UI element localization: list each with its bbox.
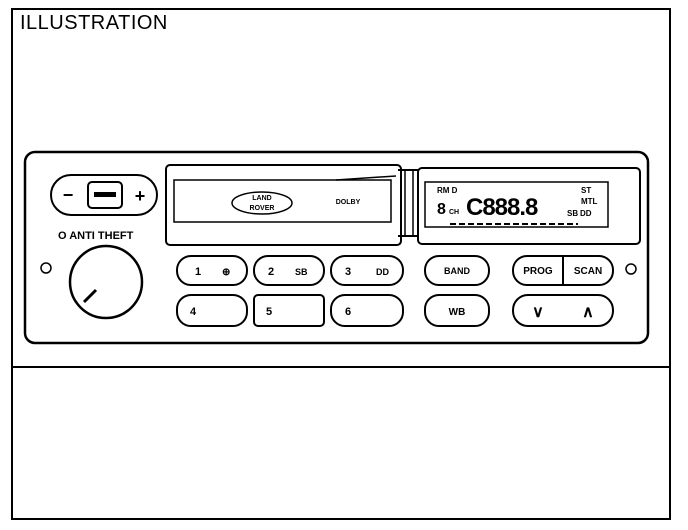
volume-minus-icon[interactable]: − xyxy=(63,185,74,205)
volume-rocker[interactable]: − + xyxy=(50,174,158,216)
preset-3-sub: DD xyxy=(376,267,389,277)
preset-2-sub: SB xyxy=(295,267,308,277)
display-band-indicator: 8 xyxy=(437,201,446,218)
logo-text-top: LAND xyxy=(252,195,271,202)
display-digits: C888.8 xyxy=(466,194,538,221)
knob-pointer xyxy=(82,288,98,304)
page-title: ILLUSTRATION xyxy=(20,12,168,34)
preset-1-number: 1 xyxy=(195,266,201,278)
frame-divider xyxy=(11,366,671,368)
display-rmd: RM D xyxy=(437,186,458,195)
band-label: BAND xyxy=(444,266,470,276)
scan-button[interactable]: SCAN xyxy=(574,266,602,277)
display-sb: SB xyxy=(567,209,578,218)
display-st: ST xyxy=(581,186,591,195)
right-led-indicator xyxy=(625,263,637,275)
preset-button-2[interactable]: 2 SB xyxy=(253,255,325,286)
tuning-knob[interactable] xyxy=(68,244,144,320)
illustration-frame xyxy=(11,8,671,520)
preset-button-6[interactable]: 6 xyxy=(330,294,404,327)
preset-button-5[interactable]: 5 xyxy=(253,294,325,327)
preset-button-1[interactable]: 1 ⊕ xyxy=(176,255,248,286)
anti-theft-label: O ANTI THEFT xyxy=(58,230,134,242)
logo-text-bottom: ROVER xyxy=(250,205,275,212)
seek-up-icon[interactable]: ∧ xyxy=(582,304,594,321)
seek-down-icon[interactable]: ∨ xyxy=(532,304,544,321)
prog-scan-rocker xyxy=(512,255,614,286)
preset-3-number: 3 xyxy=(345,266,351,278)
left-led-indicator xyxy=(40,262,52,274)
wb-label: WB xyxy=(449,307,466,318)
cassette-label: DOLBY xyxy=(336,199,361,206)
wb-button[interactable]: WB xyxy=(424,294,490,327)
preset-2-number: 2 xyxy=(268,266,274,278)
display-panel: RM D 8 CH C888.8 ST MTL SB DD xyxy=(417,167,641,245)
display-ch: CH xyxy=(449,209,459,216)
preset-6-number: 6 xyxy=(345,306,351,318)
land-rover-logo xyxy=(231,191,293,215)
eject-bar[interactable] xyxy=(398,169,420,237)
prog-button[interactable]: PROG xyxy=(523,266,553,277)
band-button[interactable]: BAND xyxy=(424,255,490,286)
preset-button-4[interactable]: 4 xyxy=(176,294,248,327)
preset-4-number: 4 xyxy=(190,306,197,318)
preset-1-sub: ⊕ xyxy=(222,267,230,278)
volume-plus-icon[interactable]: + xyxy=(135,186,146,206)
cassette-panel: LAND ROVER DOLBY xyxy=(165,164,402,246)
seek-rocker xyxy=(512,294,614,327)
display-dd: DD xyxy=(580,209,592,218)
slot-flap-line xyxy=(335,175,397,181)
volume-center-mark xyxy=(94,192,116,197)
display-mtl: MTL xyxy=(581,197,598,206)
preset-button-3[interactable]: 3 DD xyxy=(330,255,404,286)
preset-5-number: 5 xyxy=(266,306,272,318)
lcd-screen xyxy=(424,181,609,228)
